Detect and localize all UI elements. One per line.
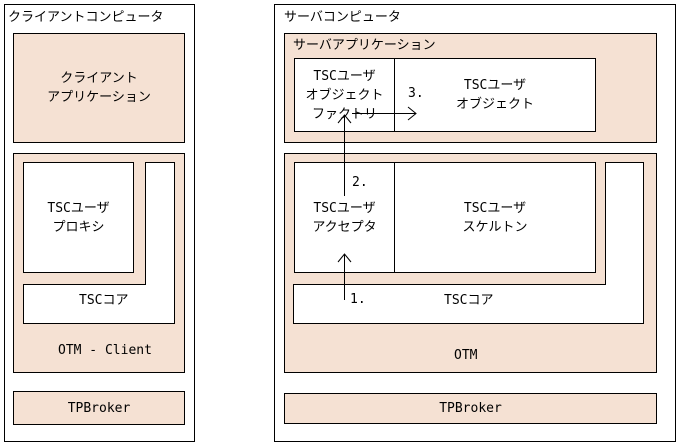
otm-label: OTM — [454, 348, 478, 363]
server-tsc-core-label: TSCコア — [444, 293, 494, 308]
step-2-label: 2. — [352, 175, 368, 190]
arrow-step-1-head — [337, 253, 352, 263]
otm-client-label: OTM - Client — [58, 343, 152, 358]
step-3-label: 3. — [408, 86, 424, 101]
tsc-user-object-factory: TSCユーザ オブジェクト ファクトリ — [294, 58, 395, 132]
server-computer-title: サーバコンピュータ — [284, 10, 401, 25]
client-application: クライアント アプリケーション — [13, 33, 185, 143]
arrow-step-3-head — [407, 106, 417, 121]
client-tpbroker: TPBroker — [13, 391, 185, 425]
step-1-label: 1. — [350, 292, 366, 307]
tsc-user-skeleton: TSCユーザ スケルトン — [394, 162, 596, 273]
server-application-label: サーバアプリケーション — [293, 38, 436, 53]
client-computer-title: クライアントコンピュータ — [8, 10, 164, 25]
arrow-step-2-head — [337, 114, 352, 124]
client-tsc-core-label: TSCコア — [79, 293, 129, 308]
tsc-user-proxy: TSCユーザ プロキシ — [23, 162, 134, 273]
tsc-user-object: TSCユーザ オブジェクト — [394, 58, 596, 132]
server-tpbroker: TPBroker — [284, 393, 657, 424]
